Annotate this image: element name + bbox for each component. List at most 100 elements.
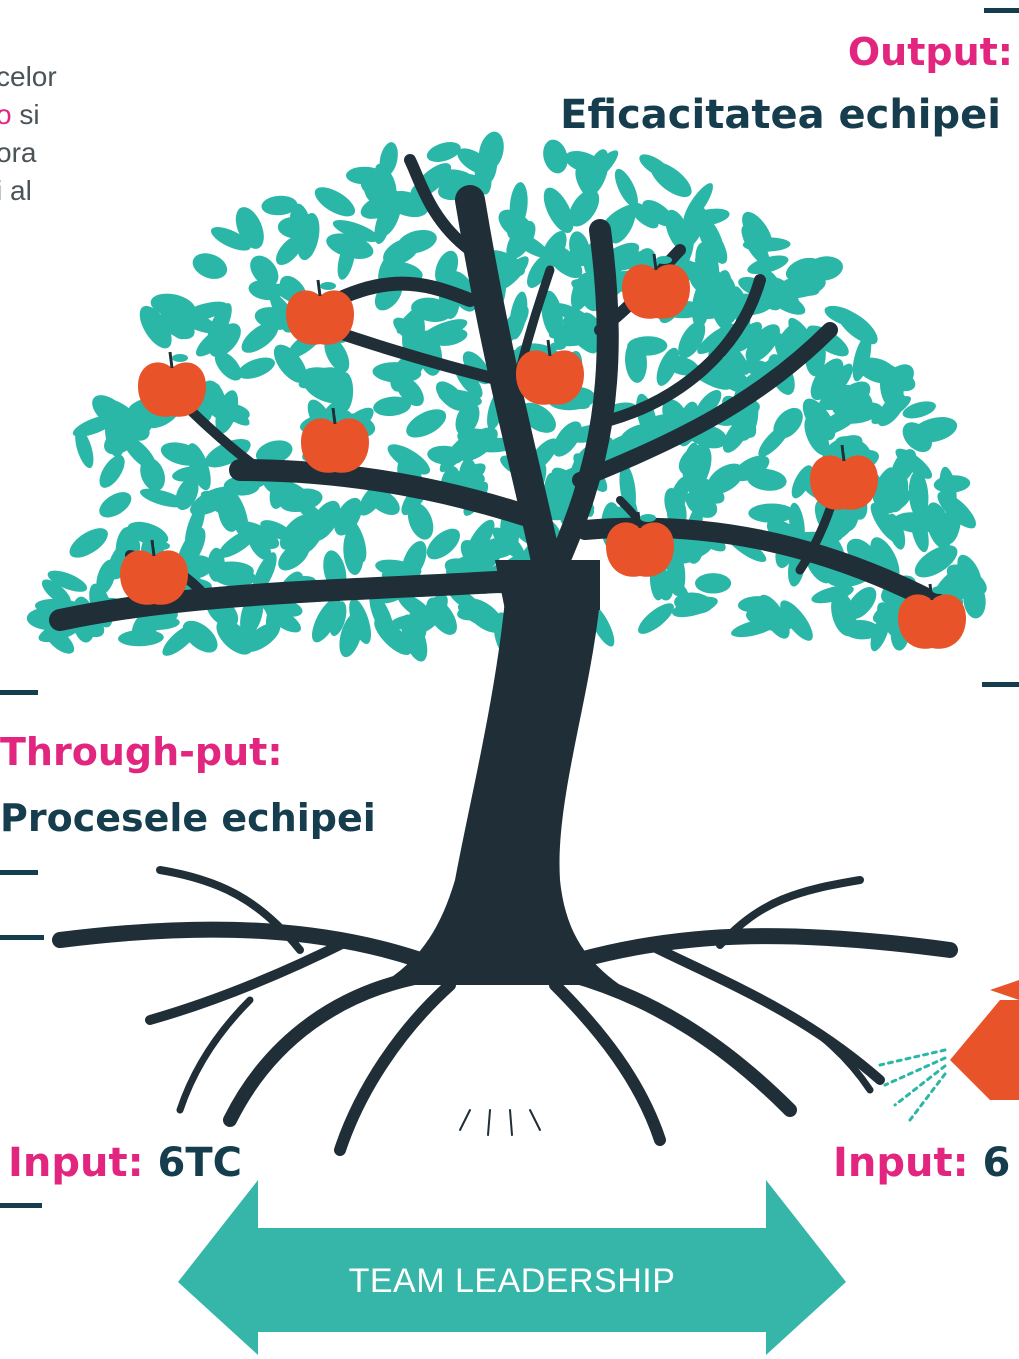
leaf (216, 619, 253, 655)
leaf (942, 502, 962, 544)
leaf (125, 407, 155, 442)
leaf (426, 142, 461, 162)
leaf (241, 321, 279, 353)
leaf (842, 619, 880, 640)
leaf (837, 309, 878, 345)
arrow-label: TEAM LEADERSHIP (348, 1262, 676, 1300)
leaf (192, 253, 228, 279)
input-left-label: Input: 6TC (8, 1140, 242, 1186)
leaf (691, 280, 711, 329)
leaf (427, 445, 465, 465)
leaf (895, 448, 933, 479)
leaf (569, 231, 591, 267)
leaf (261, 195, 298, 216)
leaf (162, 623, 199, 656)
leaf (711, 362, 749, 389)
leaf (408, 600, 428, 645)
leaf (141, 609, 178, 632)
leaf (379, 142, 398, 177)
leaf (360, 192, 406, 219)
leaf (731, 619, 777, 638)
leaf (804, 415, 830, 456)
fragment-line-4: i al (0, 175, 32, 206)
input-right-label: Input: 6 (833, 1140, 1010, 1186)
leaf (99, 455, 125, 488)
leaf (255, 440, 293, 465)
fragment-line-2: o si (0, 96, 57, 134)
leaf (745, 324, 780, 363)
leaf (732, 322, 763, 352)
leaf (870, 537, 900, 582)
leaf (695, 242, 720, 287)
leaf (741, 359, 775, 377)
leaf (210, 227, 251, 251)
apple-icon (301, 407, 369, 473)
leaf (585, 149, 609, 195)
fragment-line-3: ora (0, 137, 37, 168)
leaf (69, 528, 108, 558)
leaf (244, 622, 281, 652)
leaf (601, 204, 640, 234)
leaf (375, 163, 397, 198)
leaf (695, 390, 722, 418)
leaf (254, 307, 294, 330)
heart-icon (449, 993, 551, 1085)
leaf (426, 528, 461, 560)
watering-can-icon (878, 980, 1019, 1122)
leaf (311, 597, 341, 643)
leaf (748, 503, 796, 523)
leaf (396, 376, 424, 407)
throughput-tag: Through-put: (0, 730, 283, 774)
leaf (543, 187, 574, 234)
leaf (374, 617, 412, 656)
leaf (806, 256, 843, 281)
leaf (218, 528, 258, 558)
leaf (742, 237, 791, 252)
leaf (656, 347, 679, 386)
leaf (758, 594, 790, 639)
leaf (273, 344, 307, 383)
leaf (140, 488, 186, 508)
leaf (213, 567, 257, 587)
leaf (296, 511, 328, 555)
leaf (296, 213, 320, 261)
leaf (260, 520, 293, 541)
cropped-text-fragment: celor o si ora i al (0, 58, 57, 210)
throughput-value: Procesele echipei (0, 796, 376, 840)
leaf (678, 321, 706, 359)
apple-icon (898, 583, 966, 649)
leaf (527, 254, 552, 288)
leaf (314, 187, 356, 217)
leaf (332, 220, 380, 242)
leaf (685, 446, 712, 494)
leaf (667, 550, 686, 597)
leaf (722, 417, 750, 453)
output-value: Eficacitatea echipei (560, 92, 1001, 138)
output-dash (984, 8, 1019, 13)
leaf (835, 384, 873, 412)
leaf (902, 422, 932, 453)
leaf (810, 358, 844, 401)
leaf (506, 220, 536, 260)
leaf (345, 518, 367, 563)
leaf (625, 339, 647, 383)
apple-icon (516, 339, 584, 405)
leaf (664, 488, 687, 527)
leaf (175, 477, 199, 511)
leaf (509, 182, 528, 228)
leaf (279, 514, 311, 550)
input-left-value: 6TC (157, 1140, 243, 1186)
leaf (857, 357, 898, 384)
leaf (139, 305, 172, 349)
leaf (127, 521, 169, 546)
leaf (674, 592, 713, 615)
leaf (852, 335, 872, 382)
input-right-tag: Input: (833, 1140, 969, 1186)
leaf (694, 573, 732, 594)
leaf (460, 539, 489, 574)
leaf (829, 363, 853, 395)
leaf (541, 290, 563, 339)
apple-icon (120, 539, 188, 605)
leaf (870, 611, 891, 652)
